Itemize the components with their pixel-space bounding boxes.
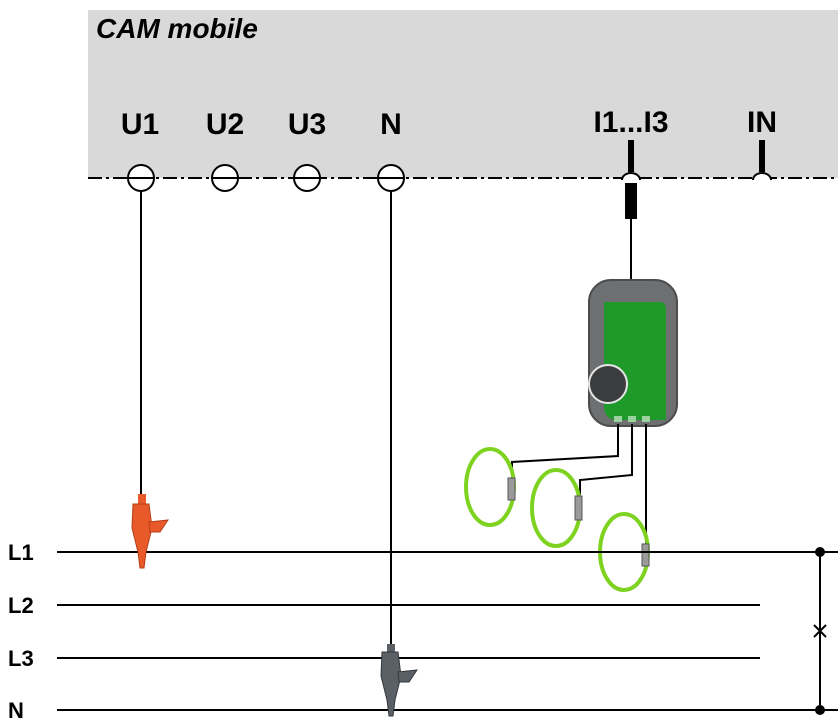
connector-in bbox=[752, 140, 772, 181]
bus-label-l1: L1 bbox=[8, 540, 34, 565]
terminal-label-u3: U3 bbox=[288, 108, 326, 141]
connector-i1-i3 bbox=[621, 140, 641, 181]
bus-label-l3: L3 bbox=[8, 646, 34, 671]
terminal-label-in: IN bbox=[747, 106, 777, 139]
terminal-label-n: N bbox=[380, 108, 402, 141]
dial-knob-icon bbox=[588, 364, 628, 404]
probe-plug bbox=[625, 183, 637, 219]
terminal-u3 bbox=[293, 164, 321, 192]
terminal-label-u1: U1 bbox=[121, 108, 159, 141]
red-clip-icon bbox=[131, 494, 170, 569]
gray-clip-icon bbox=[380, 644, 419, 717]
terminal-n bbox=[377, 164, 405, 192]
bus-label-l2: L2 bbox=[8, 593, 34, 618]
terminal-label-i1-i3: I1...I3 bbox=[593, 106, 668, 139]
module-cables bbox=[511, 424, 647, 552]
bus-bridge bbox=[813, 547, 827, 715]
terminal-u2 bbox=[211, 164, 239, 192]
bus-label-n: N bbox=[8, 698, 24, 723]
terminal-label-u2: U2 bbox=[206, 108, 244, 141]
device-panel bbox=[88, 10, 838, 178]
rogowski-coil-1 bbox=[464, 447, 516, 527]
rogowski-coil-2 bbox=[530, 468, 583, 548]
device-title: CAM mobile bbox=[96, 13, 258, 44]
terminal-u1 bbox=[127, 164, 155, 192]
rogowski-adapter-module bbox=[588, 279, 678, 427]
